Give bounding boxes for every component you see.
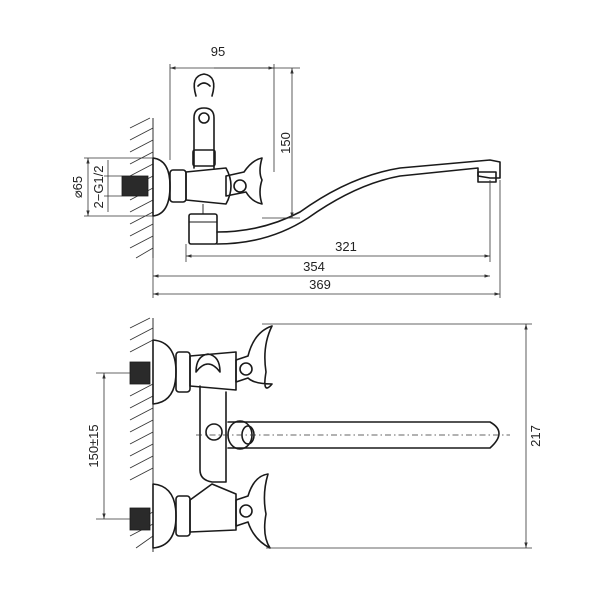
dim-label-369: 369	[309, 277, 331, 292]
dim-label-150-15: 150±15	[86, 424, 101, 467]
dim-label-thread: 2−G1/2	[91, 165, 106, 208]
flange-lower	[152, 483, 177, 549]
inlet-pipe-top	[121, 175, 149, 197]
upper-body	[189, 351, 237, 391]
mixer-body-top	[185, 167, 232, 205]
inlet-pipe-upper	[129, 361, 151, 385]
inlet-pipe-lower	[129, 507, 151, 531]
shower-holder-top	[193, 73, 215, 97]
nut-top	[169, 169, 187, 203]
cross-handle-upper	[235, 325, 273, 389]
diverter-stem-top	[193, 107, 215, 169]
top-view: 95 150 ⌀65 2−G1/2 321 354 369	[70, 44, 501, 298]
flange-upper	[152, 339, 177, 405]
diverter-column	[199, 385, 227, 483]
front-view: 150±15 217	[86, 317, 543, 552]
dim-label-354: 354	[303, 259, 325, 274]
lower-block-top	[188, 213, 218, 245]
dim-label-150: 150	[278, 132, 293, 154]
dim-label-217: 217	[528, 425, 543, 447]
lower-body	[189, 483, 237, 533]
cross-handle-top	[225, 157, 263, 205]
spout-top	[216, 159, 501, 245]
cross-handle-lower	[235, 473, 271, 549]
spout-front	[227, 421, 500, 449]
dim-label-diameter: ⌀65	[70, 176, 85, 198]
dim-label-321: 321	[335, 239, 357, 254]
flange-top	[152, 157, 171, 217]
shower-holder-front	[195, 353, 221, 373]
dim-label-95: 95	[211, 44, 225, 59]
